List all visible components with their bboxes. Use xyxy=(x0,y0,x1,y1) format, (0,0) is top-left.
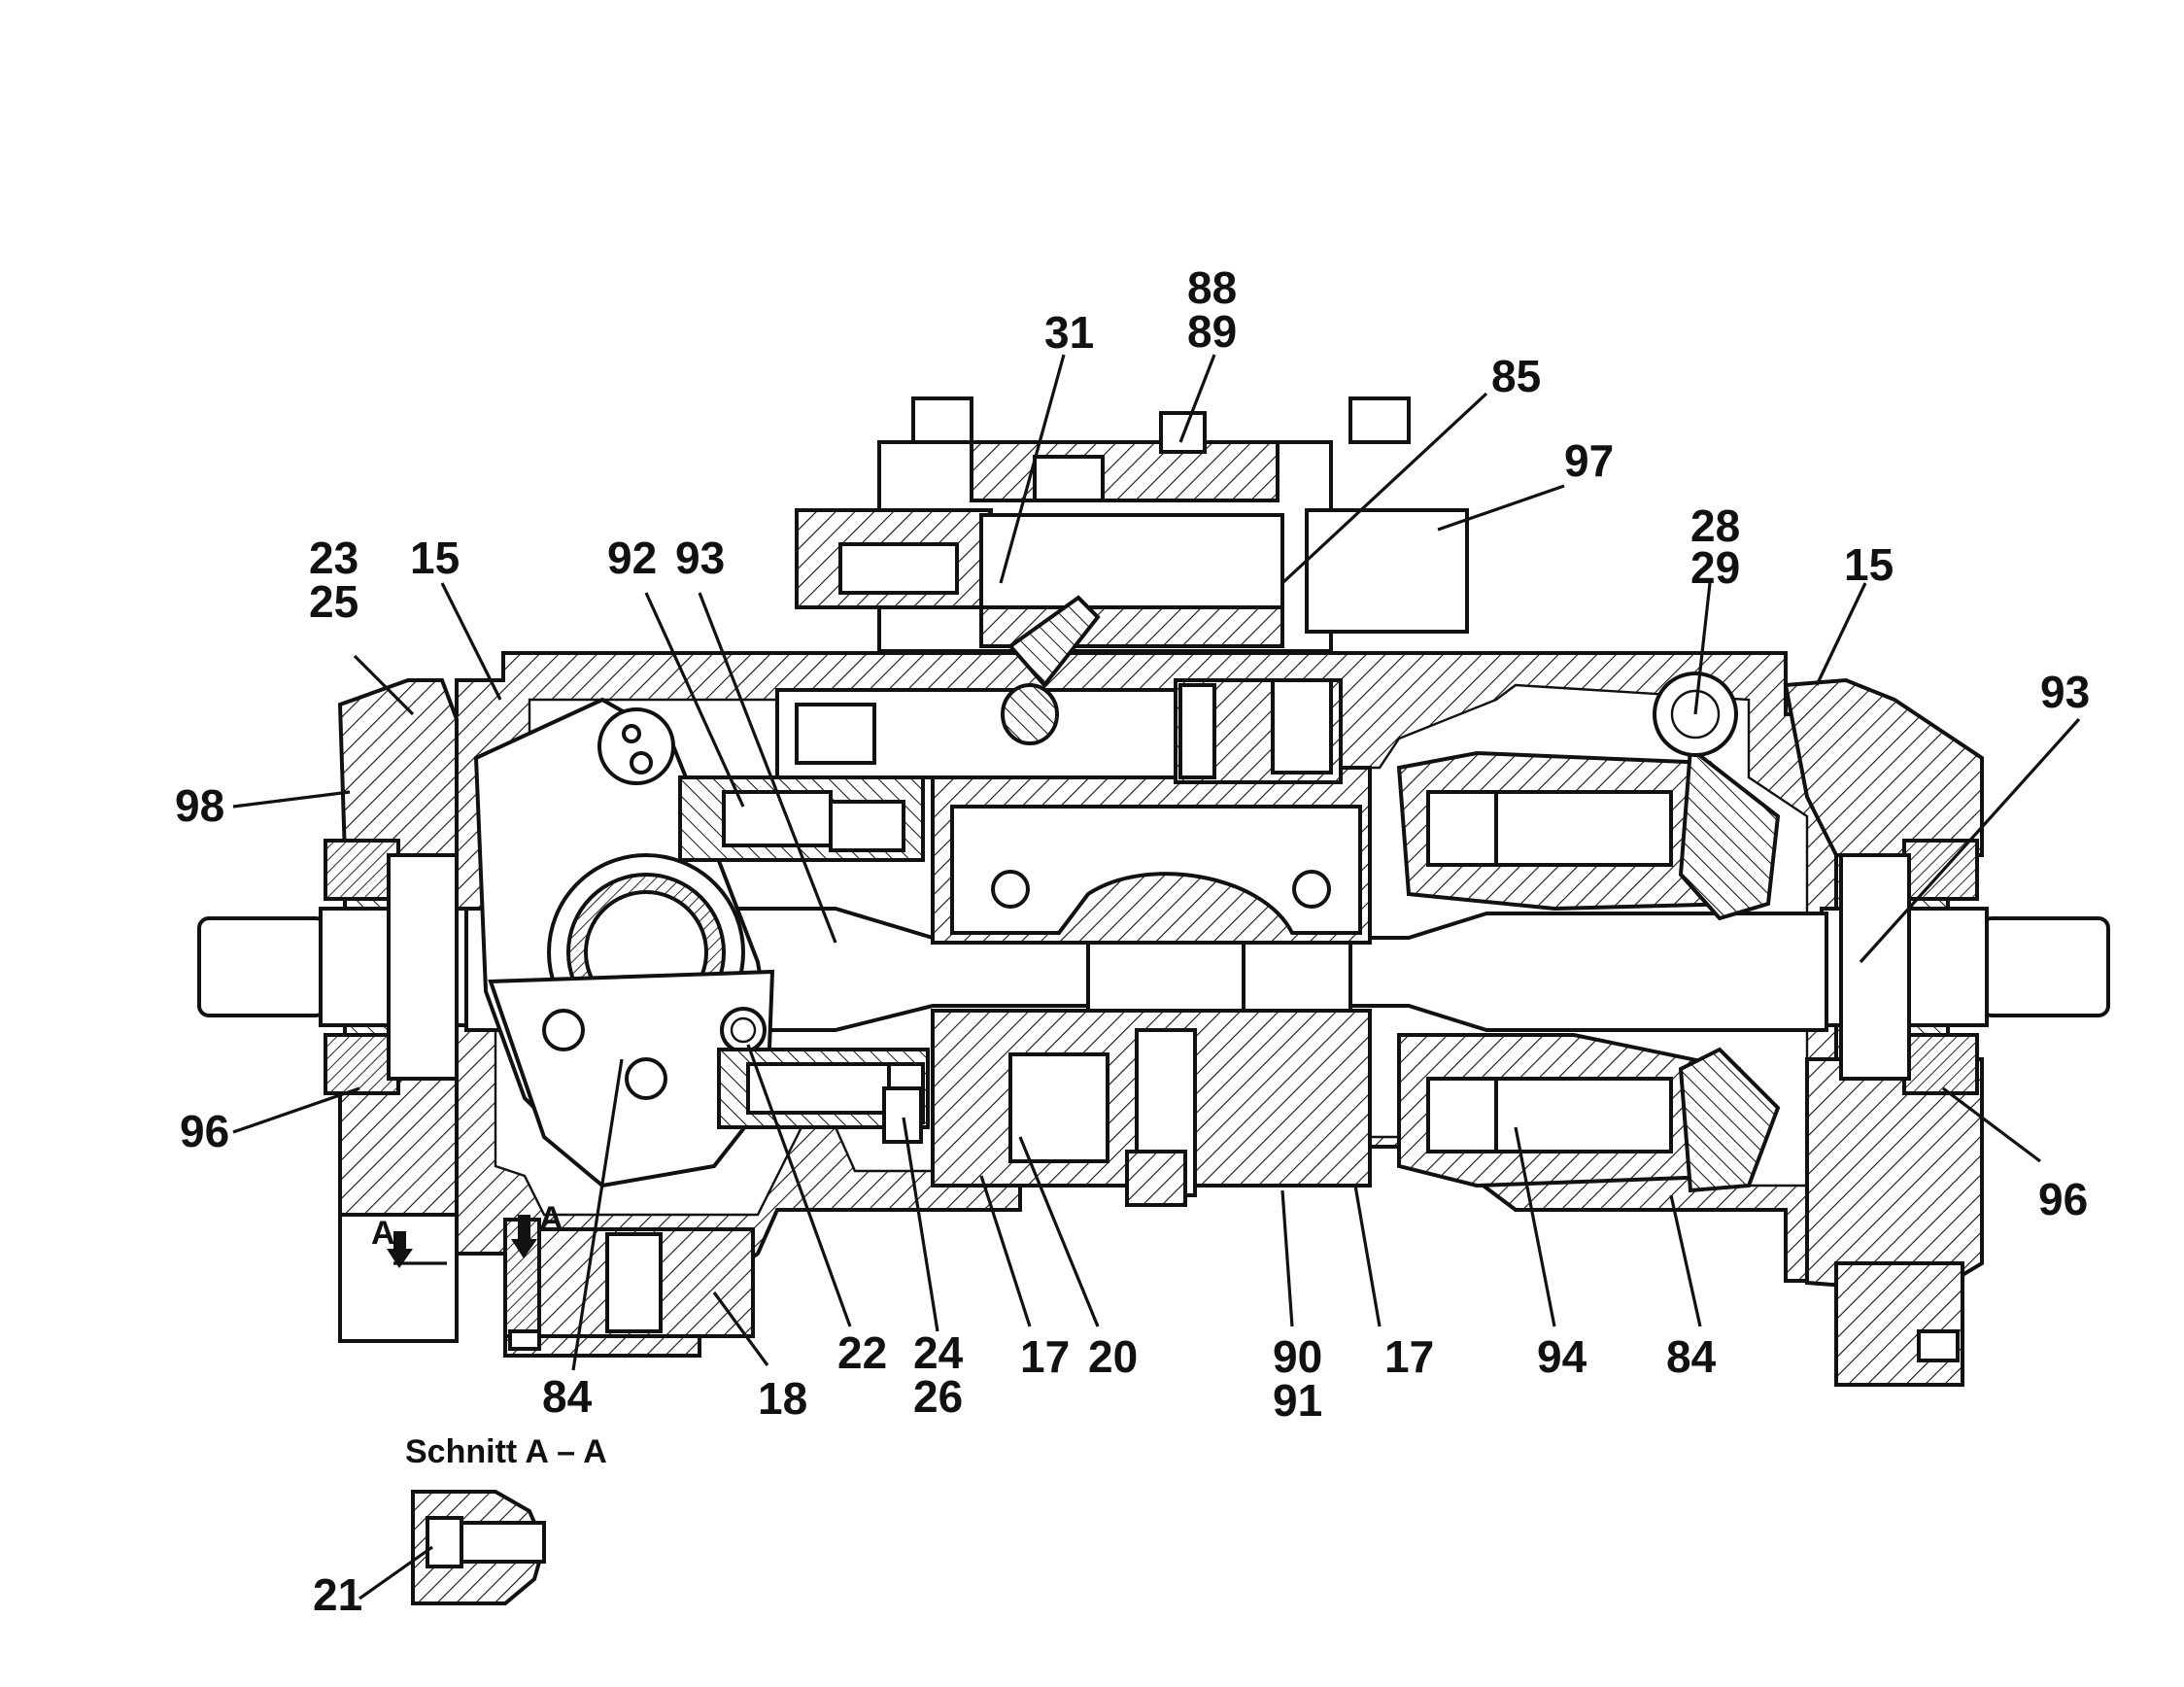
label-90: 90 xyxy=(1273,1331,1322,1382)
label-15-left: 15 xyxy=(410,533,460,583)
leader-lines xyxy=(232,354,2081,1601)
label-21: 21 xyxy=(313,1569,362,1620)
label-96-right: 96 xyxy=(2038,1174,2088,1224)
section-caption: Schnitt A – A xyxy=(405,1433,607,1470)
center-cylinder-block xyxy=(887,766,1372,1207)
label-92: 92 xyxy=(607,533,657,583)
label-25: 25 xyxy=(309,576,358,627)
section-arrow-left: A xyxy=(371,1215,413,1268)
label-15-right: 15 xyxy=(1844,539,1894,590)
bottom-port-fittings xyxy=(503,1086,923,1351)
label-91: 91 xyxy=(1273,1375,1322,1426)
label-94: 94 xyxy=(1537,1331,1587,1382)
right-piston-group xyxy=(1396,671,1781,1193)
label-17-left: 17 xyxy=(1020,1331,1070,1382)
label-93-left: 93 xyxy=(675,533,725,583)
label-28: 28 xyxy=(1690,500,1740,551)
label-24: 24 xyxy=(913,1327,964,1378)
part-labels: 23 25 15 98 96 92 93 31 88 89 85 97 28 2… xyxy=(175,262,2090,1620)
section-a-a-detail xyxy=(411,1490,547,1605)
label-22: 22 xyxy=(837,1327,887,1378)
label-23: 23 xyxy=(309,533,358,583)
label-20: 20 xyxy=(1088,1331,1138,1382)
label-29: 29 xyxy=(1690,542,1740,593)
label-89: 89 xyxy=(1187,306,1237,357)
label-93-right: 93 xyxy=(2040,667,2090,717)
label-18: 18 xyxy=(758,1373,807,1424)
label-84-left: 84 xyxy=(542,1371,593,1422)
label-97: 97 xyxy=(1564,435,1614,486)
label-98: 98 xyxy=(175,780,224,831)
label-88: 88 xyxy=(1187,262,1237,313)
label-96-left: 96 xyxy=(180,1106,229,1156)
label-26: 26 xyxy=(913,1371,963,1422)
label-85: 85 xyxy=(1491,351,1541,401)
right-drive-shaft xyxy=(1820,839,2110,1095)
section-marker-right: A xyxy=(539,1200,563,1237)
label-31: 31 xyxy=(1044,307,1094,358)
label-84-right: 84 xyxy=(1666,1331,1717,1382)
label-17-right: 17 xyxy=(1384,1331,1434,1382)
control-valve-block xyxy=(795,396,1469,745)
servo-piston xyxy=(775,678,1343,784)
left-drive-shaft xyxy=(197,839,488,1095)
section-marker-left: A xyxy=(371,1215,395,1252)
section-arrow-right: A xyxy=(511,1200,563,1258)
